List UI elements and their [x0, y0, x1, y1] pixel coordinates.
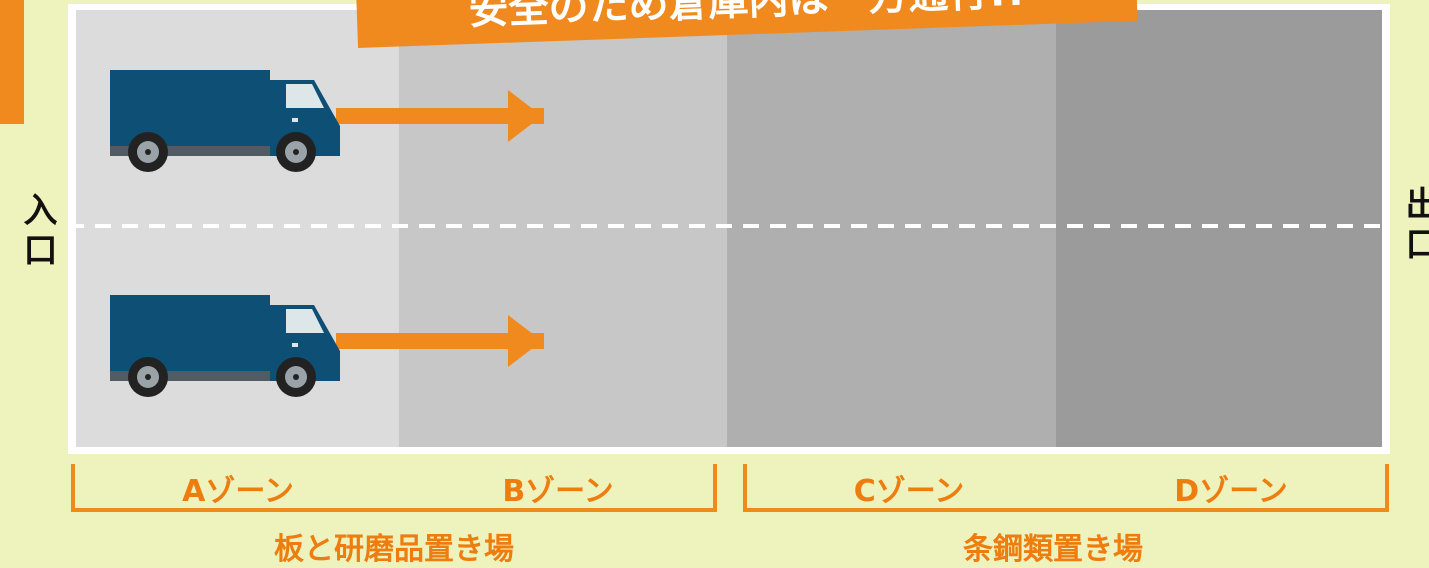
zone-c-area — [727, 10, 1056, 447]
exit-label: 出口 — [1399, 186, 1429, 266]
direction-arrow-head — [508, 315, 542, 367]
warehouse-floor — [68, 4, 1390, 454]
bracket-left-group — [71, 464, 717, 512]
zone-c-label: Cゾーン — [853, 474, 965, 509]
plate-abrasives-storage-label: 板と研磨品置き場 — [274, 532, 514, 567]
direction-arrow-shaft — [336, 108, 544, 124]
left-edge-tab — [0, 0, 24, 124]
entrance-label: 入口 — [17, 192, 57, 272]
lane-divider — [68, 224, 1390, 228]
zone-b-label: Bゾーン — [502, 474, 614, 509]
truck-upper — [110, 70, 544, 172]
zone-d-label: Dゾーン — [1174, 474, 1288, 509]
zone-d-area — [1056, 10, 1382, 447]
direction-arrow-head — [508, 90, 542, 142]
bar-steel-storage-label: 条鋼類置き場 — [963, 532, 1143, 567]
truck-lower — [110, 295, 544, 397]
direction-arrow-shaft — [336, 333, 544, 349]
zone-a-label: Aゾーン — [182, 474, 294, 509]
zone-b-area — [399, 10, 727, 447]
bracket-right-group — [743, 464, 1389, 512]
